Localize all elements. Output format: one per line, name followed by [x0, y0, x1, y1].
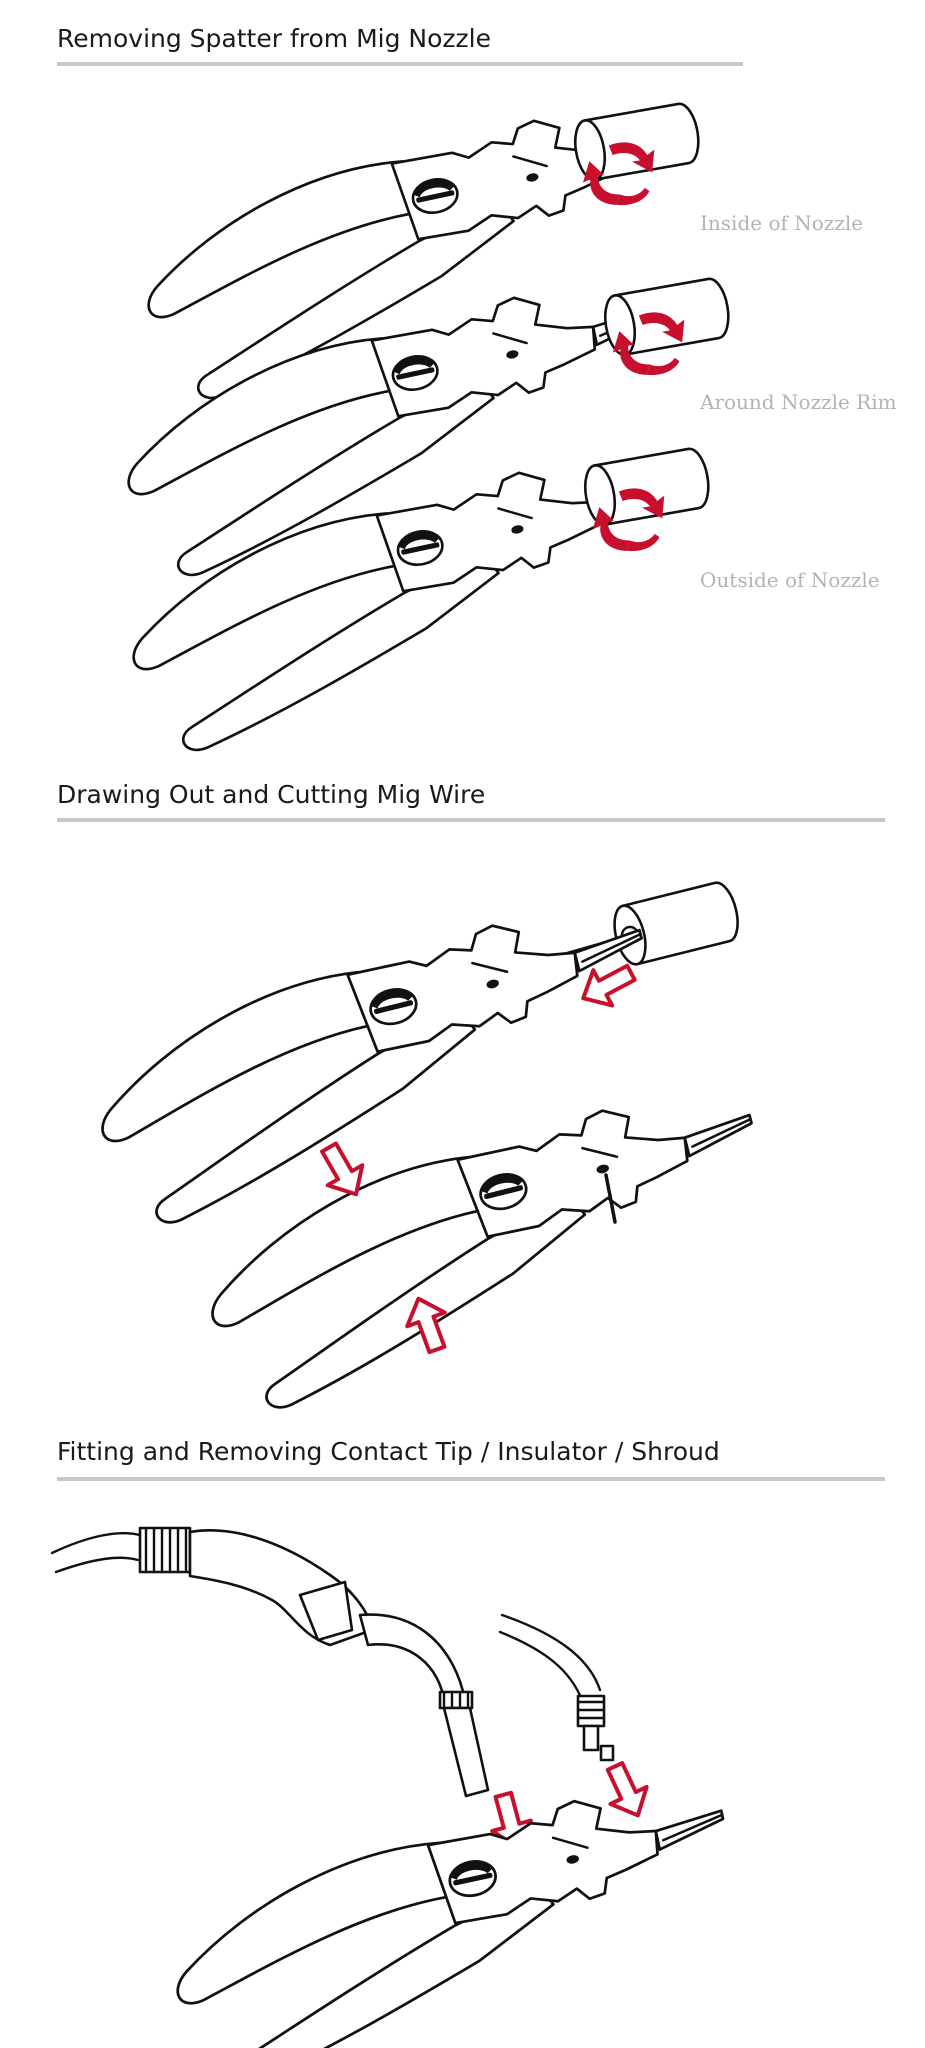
caption-around-nozzle-rim: Around Nozzle Rim: [700, 390, 897, 414]
mig-torch-icon: [50, 1526, 490, 1798]
cable-tip-icon: [498, 1613, 615, 1762]
pliers-cutting-wire-icon: [185, 1075, 793, 1420]
pliers-fitting-tip-icon: [154, 1770, 759, 2048]
direction-arrow-tip-right-icon: [594, 1755, 658, 1826]
section-rule-spatter: [57, 62, 743, 66]
section-title-tip: Fitting and Removing Contact Tip / Insul…: [57, 1437, 720, 1466]
section-rule-wire: [57, 818, 885, 822]
caption-outside-nozzle: Outside of Nozzle: [700, 568, 880, 592]
caption-inside-nozzle: Inside of Nozzle: [700, 211, 864, 235]
section-title-spatter: Removing Spatter from Mig Nozzle: [57, 24, 491, 53]
section-title-wire: Drawing Out and Cutting Mig Wire: [57, 780, 486, 809]
section-rule-tip: [57, 1477, 885, 1481]
